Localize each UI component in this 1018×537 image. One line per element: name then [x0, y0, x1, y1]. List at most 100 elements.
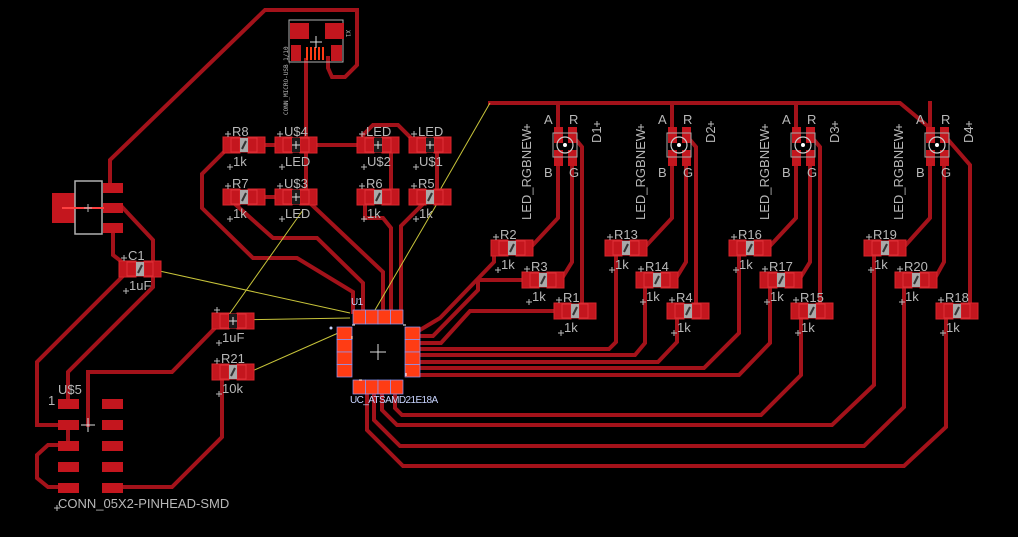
copper-trace[interactable]: [66, 205, 155, 404]
copper-trace[interactable]: [418, 254, 741, 370]
copper-trace[interactable]: [86, 325, 218, 427]
copper-trace[interactable]: [418, 278, 527, 338]
status-led-3-bottom-label: U$2: [367, 154, 391, 169]
airwire[interactable]: [154, 269, 351, 314]
copper-trace[interactable]: [363, 203, 393, 314]
copper-trace[interactable]: [399, 202, 425, 314]
origin-cross-icon: [426, 141, 434, 149]
origin-cross-icon: [310, 36, 322, 48]
copper-trace[interactable]: [488, 101, 933, 131]
copper-trace[interactable]: [418, 317, 679, 364]
copper-trace[interactable]: [35, 274, 125, 427]
copper-trace[interactable]: [418, 286, 647, 357]
copper-trace[interactable]: [558, 153, 574, 283]
copper-trace[interactable]: [372, 286, 906, 448]
copper-trace[interactable]: [111, 226, 125, 265]
copper-trace[interactable]: [365, 317, 948, 468]
voltage-regulator[interactable]: [52, 180, 123, 235]
resistor-r15-bottom-label: 1k: [801, 320, 815, 335]
airwire[interactable]: [249, 329, 346, 373]
resistor-r3-top-label: R3: [531, 259, 548, 274]
smd-pad: [806, 150, 815, 166]
usb-value-label: CONN_MICRO-USB_1/10: [283, 46, 290, 115]
copper-trace[interactable]: [796, 153, 812, 283]
copper-trace[interactable]: [418, 254, 618, 351]
airwire[interactable]: [227, 209, 304, 317]
led-lens: [928, 136, 946, 154]
copper-trace[interactable]: [393, 317, 803, 417]
origin-cross-icon: [225, 183, 231, 189]
copper-trace[interactable]: [641, 153, 674, 251]
copper-trace[interactable]: [200, 147, 355, 314]
smd-pad: [103, 223, 123, 233]
copper-trace[interactable]: [900, 153, 932, 251]
origin-cross-icon: [762, 266, 768, 272]
copper-trace[interactable]: [108, 8, 359, 192]
origin-cross-icon: [940, 330, 946, 336]
resistor-mark: [747, 243, 753, 253]
copper-trace[interactable]: [35, 443, 64, 489]
copper-trace[interactable]: [233, 202, 365, 314]
copper-trace[interactable]: [672, 153, 688, 283]
copper-trace[interactable]: [360, 123, 416, 143]
copper-trace[interactable]: [418, 309, 559, 345]
copper-trace[interactable]: [418, 286, 772, 377]
resistor-r21-bottom-label: 10k: [222, 381, 243, 396]
led-lens: [670, 136, 688, 154]
smd-pad: [568, 127, 577, 143]
copper-trace[interactable]: [309, 202, 385, 314]
copper-trace[interactable]: [417, 252, 496, 333]
copper-trace[interactable]: [765, 153, 798, 251]
header-pad: [58, 399, 79, 409]
resistor-r4-top-label: R4: [676, 290, 693, 305]
resistor-r18-bottom-label: 1k: [946, 320, 960, 335]
airwire[interactable]: [374, 189, 446, 311]
copper-trace[interactable]: [527, 153, 560, 251]
status-led-1-top-label: U$4: [284, 124, 308, 139]
airwire[interactable]: [439, 102, 491, 191]
ic-pad: [377, 379, 391, 395]
copper-trace[interactable]: [380, 254, 876, 427]
pin-label-g: G: [683, 165, 693, 180]
resistor-r2-top-label: R2: [500, 227, 517, 242]
airwires-layer: [154, 102, 491, 373]
capacitor-2[interactable]: 1uF: [211, 307, 255, 346]
copper-trace[interactable]: [114, 378, 224, 489]
status-led-3-top-label: LED: [366, 124, 391, 139]
origin-cross-icon: [277, 183, 283, 189]
status-led-3[interactable]: LED U$2: [356, 124, 400, 170]
smd-pad: [926, 150, 935, 166]
resistor-mark: [572, 306, 578, 316]
pin-label-r: R: [569, 112, 578, 127]
origin-cross-icon: [638, 124, 644, 130]
